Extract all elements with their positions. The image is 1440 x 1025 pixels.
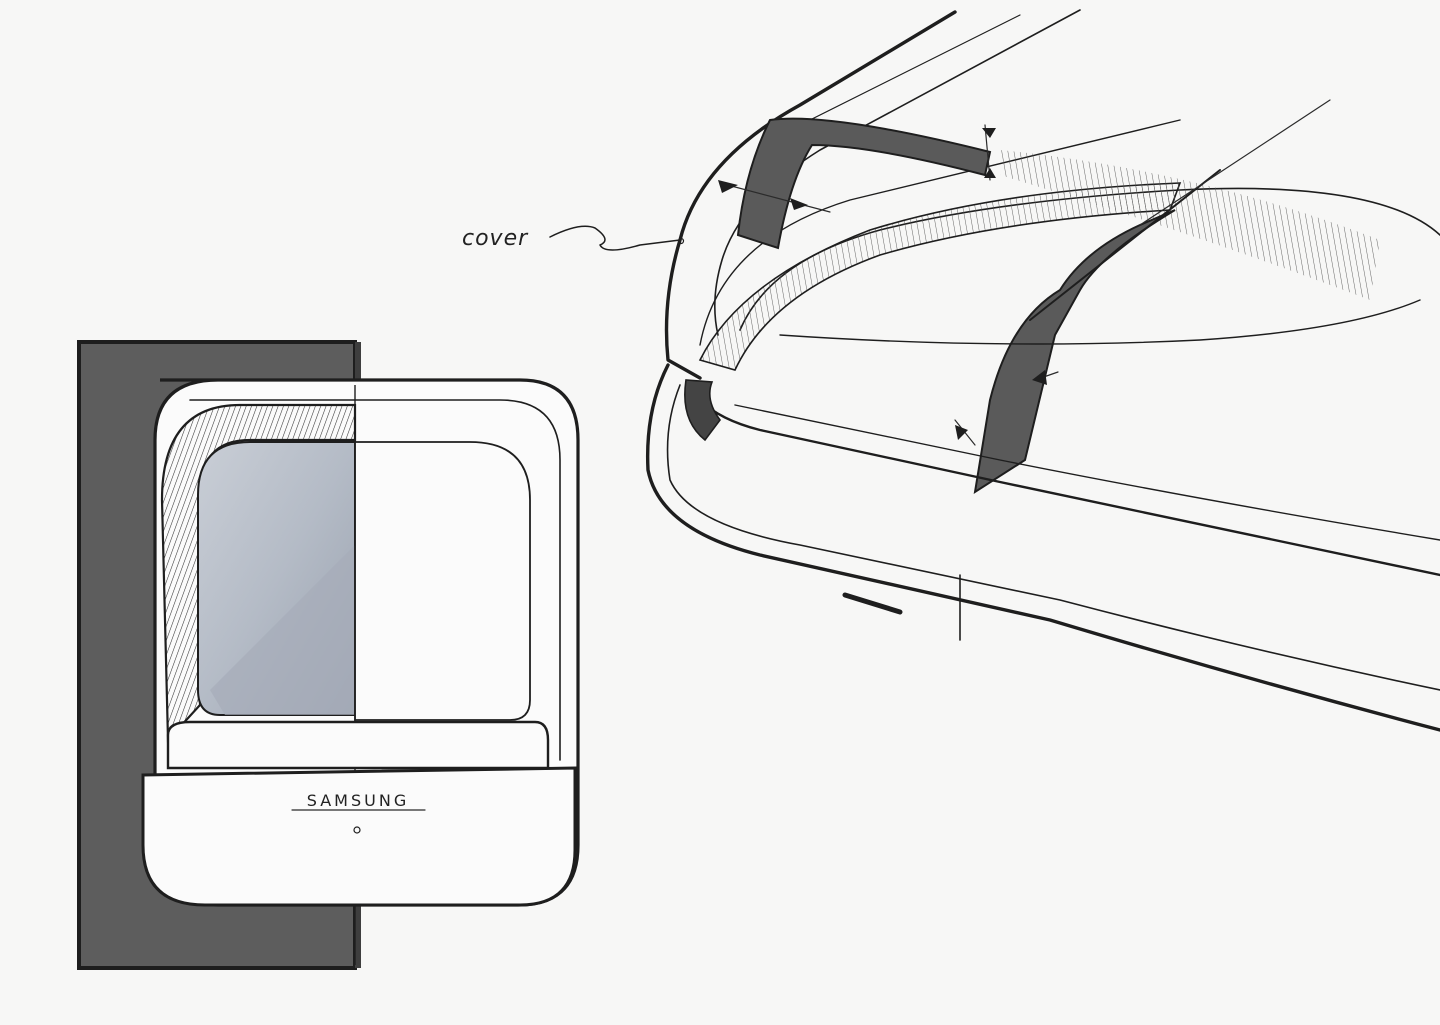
dimension-marks (718, 124, 1059, 446)
cover-shell-outline (664, 10, 957, 380)
cover-label: cover (462, 226, 529, 251)
cover-leader-line (549, 225, 681, 251)
lower-tray (166, 720, 550, 770)
brand-logo: SAMSUNG (307, 791, 409, 810)
cross-section-top (736, 117, 992, 250)
cross-section-corner (684, 379, 721, 442)
front-view-sketch: SAMSUNG (77, 340, 580, 970)
perspective-view-sketch: cover (462, 9, 1440, 732)
cross-section-strip (973, 209, 1176, 495)
base-stand (141, 766, 577, 907)
base-shell-outline (645, 363, 1440, 732)
hatched-band-right (1000, 150, 1380, 300)
